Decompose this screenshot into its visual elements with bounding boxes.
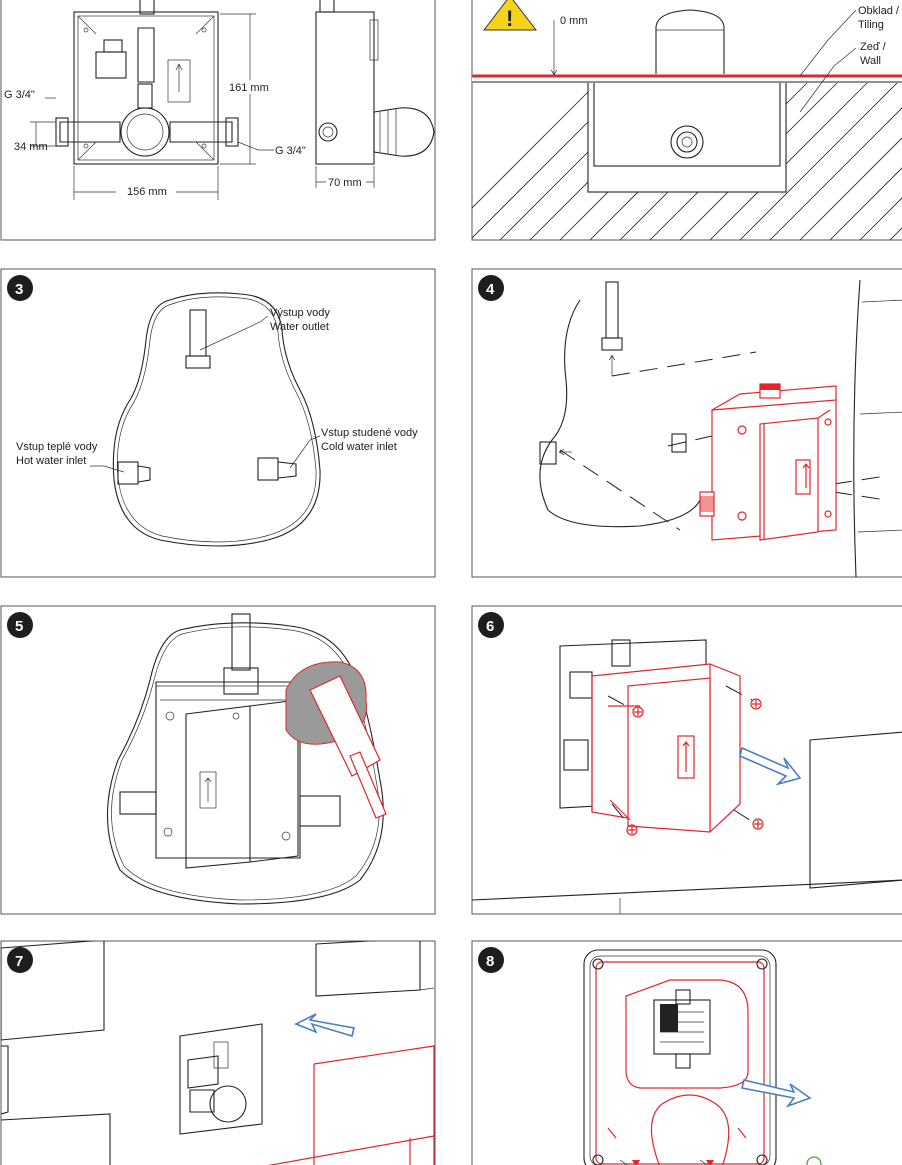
- blue-arrow-left: [294, 1013, 355, 1038]
- label-outlet-en: Water outlet: [270, 321, 329, 333]
- label-hot-cz: Vstup teplé vody: [16, 441, 98, 453]
- box-side-view: [315, 0, 435, 188]
- step-badge-8: [478, 947, 504, 973]
- label-dim-depth: 70 mm: [328, 177, 362, 189]
- label-dim-width: 156 mm: [127, 186, 167, 198]
- label-outlet-cz: Výstup vody: [270, 307, 330, 319]
- step-number-8: 8: [486, 953, 494, 970]
- box-front-view: [55, 0, 239, 165]
- label-dim-height: 161 mm: [229, 82, 269, 94]
- blue-arrow-right: [739, 746, 802, 786]
- label-tiling-cz: Obklad /: [858, 5, 900, 17]
- label-g-right: G 3/4": [275, 145, 306, 157]
- hatch-line: [859, 197, 902, 240]
- step-number-4: 4: [486, 281, 495, 298]
- panel-step-8: 8: [471, 940, 902, 1165]
- label-tiling-en: Tiling: [858, 19, 884, 31]
- panel-step-5: 5: [0, 605, 436, 915]
- label-cold-cz: Vstup studené vody: [321, 427, 418, 439]
- panel-step-3: 3 Výstup vody Water outlet Vstup teplé v…: [0, 268, 436, 578]
- screws: [626, 698, 764, 836]
- panel-dimensions: G 3/4" G 3/4" 161 mm 156 mm 34 mm 70 mm: [0, 0, 436, 241]
- step-badge-4: [478, 275, 504, 301]
- label-zero-mm: 0 mm: [560, 15, 588, 27]
- label-wall-en: Wall: [860, 55, 881, 67]
- step-number-7: 7: [15, 953, 23, 970]
- label-dim-offset: 34 mm: [14, 141, 48, 153]
- label-hot-en: Hot water inlet: [16, 455, 86, 467]
- wall-cutout: [112, 292, 321, 547]
- mount-box-red: [591, 663, 741, 833]
- step-number-3: 3: [15, 281, 23, 298]
- panel-step-6: 6: [471, 605, 902, 915]
- step-badge-5: [7, 612, 33, 638]
- panel-wall-section: ! 0 mm Obklad / Tiling Zeď / Wall: [471, 0, 902, 241]
- blue-arrow-out: [741, 1079, 812, 1108]
- mount-box-red: [699, 383, 837, 541]
- hatch-line: [472, 79, 601, 209]
- step-badge-7: [7, 947, 33, 973]
- step-number-6: 6: [486, 618, 494, 635]
- hatch-line: [799, 137, 902, 240]
- panel-step-7: 7: [0, 940, 436, 1165]
- hatch-line: [739, 79, 901, 240]
- hot-inlet-pipe: [117, 461, 151, 485]
- hatch-line: [829, 167, 902, 240]
- warning-icon: [482, 0, 538, 31]
- step-badge-3: [7, 275, 33, 301]
- water-outlet-pipe: [185, 309, 211, 369]
- label-cold-en: Cold water inlet: [321, 441, 397, 453]
- label-g-left: G 3/4": [4, 89, 35, 101]
- step-number-5: 5: [15, 618, 23, 635]
- step-badge-6: [478, 612, 504, 638]
- panel-step-4: 4: [471, 268, 902, 578]
- svg-text:!: !: [506, 6, 513, 31]
- cold-inlet-pipe: [257, 457, 297, 481]
- label-wall-cz: Zeď /: [860, 41, 887, 53]
